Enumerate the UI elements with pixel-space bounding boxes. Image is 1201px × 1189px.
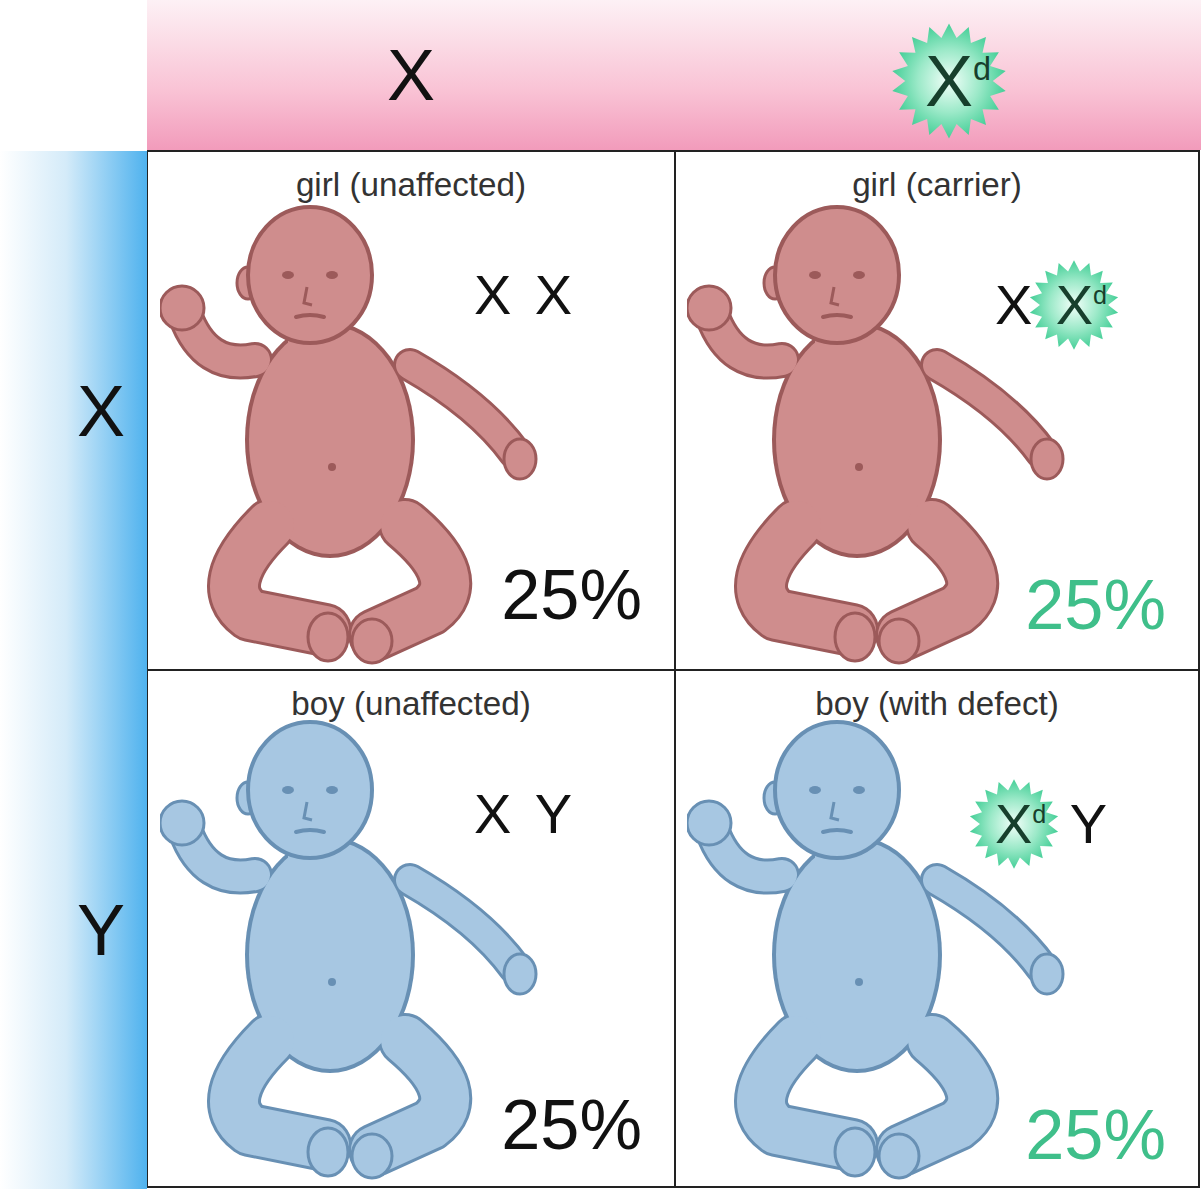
punnett-cell: girl (unaffected) X X 25% [148, 152, 674, 669]
allele-letter: X [1056, 273, 1093, 337]
grid-line [147, 1186, 1200, 1188]
punnett-cell: boy (unaffected) X Y 25% [148, 671, 674, 1186]
grid-line [147, 669, 1200, 671]
star-shape [892, 23, 1005, 138]
allele-char: Y [1070, 792, 1107, 855]
allele-superscript: d [1032, 800, 1046, 828]
allele-letter: X [995, 273, 1032, 337]
punnett-cell: girl (carrier) X Xd 25% [676, 152, 1198, 669]
girl-baby-figure [160, 207, 536, 663]
allele-letter: X [77, 371, 125, 451]
allele-symbol: X [387, 35, 435, 115]
star-shape [1030, 260, 1118, 350]
allele-char: X [1056, 273, 1093, 336]
allele-label: Y [72, 890, 130, 970]
allele-symbol: X [474, 263, 511, 327]
genotype-label: X Xd [931, 263, 1171, 337]
allele-letter: X [474, 782, 511, 846]
genotype-label: X Y [403, 782, 643, 846]
allele-letter: Y [535, 782, 572, 846]
allele-symbol: Y [535, 782, 572, 846]
probability-label: 25% [148, 555, 674, 635]
allele-symbol: Y [1070, 792, 1107, 856]
grid-line [1198, 151, 1200, 1188]
allele-char: X [387, 35, 435, 115]
offspring-label: boy (with defect) [676, 684, 1198, 724]
allele-symbol: Y [77, 890, 125, 970]
allele-char: X [77, 371, 125, 451]
offspring-label: boy (unaffected) [148, 684, 674, 724]
punnett-cell: boy (with defect) Xd Y 25% [676, 671, 1198, 1186]
allele-label: X [382, 35, 440, 115]
allele-letter: X [474, 263, 511, 327]
allele-char: X [925, 41, 973, 121]
paternal-allele-header: Y [0, 670, 147, 1189]
grid-lines [147, 151, 1200, 1188]
probability-label: 25% [676, 1095, 1198, 1175]
genotype-label: Xd Y [931, 782, 1171, 856]
allele-superscript: d [1093, 281, 1107, 309]
girl-baby-figure [687, 207, 1063, 663]
genotype-label: X X [403, 263, 643, 327]
grid-line [674, 151, 676, 1188]
allele-letter: X [925, 41, 973, 121]
allele-symbol: Xd [995, 782, 1046, 856]
offspring-label: girl (unaffected) [148, 165, 674, 205]
maternal-allele-header: X [147, 0, 675, 150]
boy-baby-figure [687, 722, 1063, 1178]
allele-letter: Y [77, 890, 125, 970]
allele-char: X [474, 782, 511, 845]
allele-letter: X [535, 263, 572, 327]
allele-symbol: X [474, 782, 511, 846]
allele-char: Y [535, 782, 572, 845]
allele-char: X [995, 792, 1032, 855]
boy-baby-figure [160, 722, 536, 1178]
allele-char: Y [77, 890, 125, 970]
allele-letter: X [387, 35, 435, 115]
paternal-allele-header: X [0, 151, 147, 670]
probability-label: 25% [148, 1085, 674, 1165]
allele-label: X [72, 371, 130, 451]
allele-char: X [535, 263, 572, 326]
allele-char: X [995, 273, 1032, 336]
maternal-allele-header: Xd [675, 0, 1201, 150]
allele-symbol: Xd [1056, 263, 1107, 337]
star-shape [969, 779, 1057, 869]
allele-superscript: d [973, 51, 991, 87]
grid-line [147, 150, 1200, 152]
allele-symbol: X [77, 371, 125, 451]
allele-char: X [474, 263, 511, 326]
allele-symbol: X [995, 273, 1032, 337]
allele-letter: X [995, 792, 1032, 856]
allele-symbol: Xd [925, 29, 991, 121]
allele-label: Xd [920, 29, 996, 121]
allele-symbol: X [535, 263, 572, 327]
probability-label: 25% [676, 565, 1198, 645]
offspring-label: girl (carrier) [676, 165, 1198, 205]
allele-letter: Y [1070, 792, 1107, 856]
